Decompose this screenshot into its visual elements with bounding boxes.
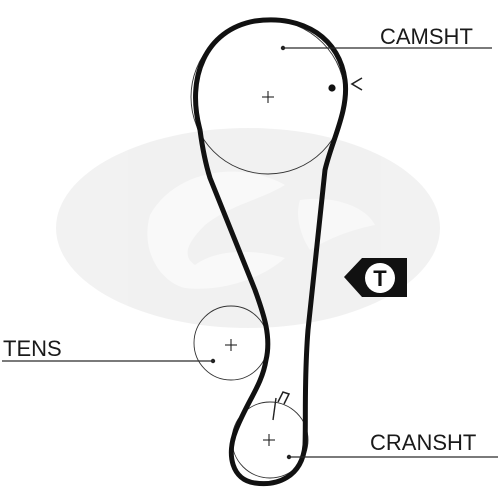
crankshaft-timing-mark xyxy=(277,391,291,405)
camshaft-timing-dot xyxy=(328,84,336,92)
crankshaft-reference-line xyxy=(272,397,277,421)
watermark-logo xyxy=(56,128,440,328)
camshaft-label: CAMSHT xyxy=(380,24,473,49)
tensioner-center-mark xyxy=(225,339,237,351)
tensioner-label: TENS xyxy=(3,336,62,361)
camshaft-center-mark xyxy=(262,91,274,103)
crankshaft-label: CRANSHT xyxy=(370,430,476,455)
tensioner-marker-icon: T xyxy=(344,258,407,297)
crankshaft-center-mark xyxy=(263,434,275,446)
camshaft-timing-arrow-icon xyxy=(350,77,363,91)
timing-belt xyxy=(193,17,349,487)
tensioner-marker-letter: T xyxy=(373,266,387,291)
